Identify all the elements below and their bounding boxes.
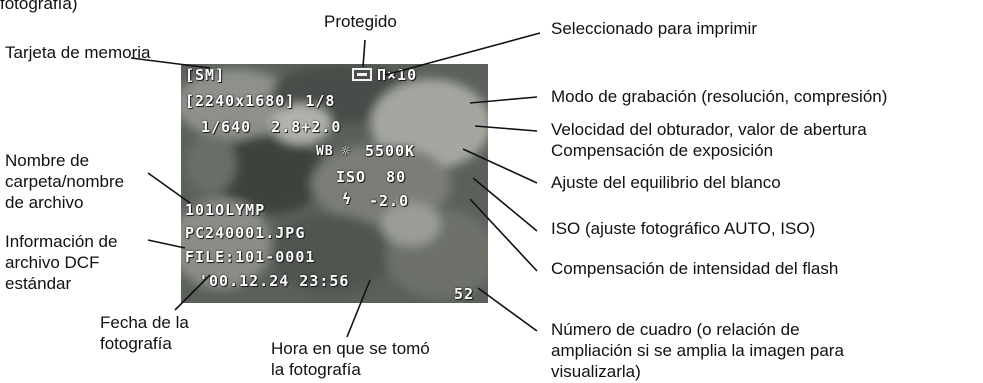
label-hora-1: Hora en que se tomó (271, 339, 430, 358)
label-carpeta-3: de archivo (5, 193, 84, 212)
osd-card: [SM] (185, 66, 226, 84)
osd-datetime: '00.12.24 23:56 (199, 272, 350, 290)
osd-filename: PC240001.JPG (185, 224, 306, 242)
osd-folder: 101OLYMP (185, 201, 266, 219)
osd-frame: 52 (454, 285, 475, 303)
label-modo: Modo de grabación (resolución, compresió… (551, 87, 888, 106)
osd-resolution: [2240x1680] 1/8 (185, 92, 336, 110)
label-compensacion: Compensación de exposición (551, 141, 774, 160)
label-cuadro-1: Número de cuadro (o relación de (551, 320, 800, 339)
cut-off-caption: fotografía) (0, 0, 78, 13)
label-flash: Compensación de intensidad del flash (551, 259, 839, 278)
osd-wb-value: 5500K (365, 142, 416, 160)
label-velocidad: Velocidad del obturador, valor de abertu… (551, 120, 867, 139)
label-balance: Ajuste del equilibrio del blanco (551, 173, 781, 192)
label-fecha-1: Fecha de la (100, 313, 189, 332)
label-carpeta-2: carpeta/nombre (5, 172, 125, 191)
label-tarjeta: Tarjeta de memoria (5, 43, 151, 62)
line-dcf (147, 239, 186, 249)
osd-iso: ISO 80 (336, 168, 407, 186)
osd-shutter-aperture: 1/640 2.8+2.0 (201, 118, 342, 136)
photo-background (181, 64, 488, 303)
osd-file: FILE:101-0001 (185, 248, 316, 266)
osd-flash-comp: -2.0 (369, 192, 410, 210)
label-dcf-3: estándar (5, 274, 72, 293)
label-protegido: Protegido (324, 12, 397, 31)
osd-wb-label: WB (316, 144, 334, 159)
label-carpeta-1: Nombre de (5, 151, 90, 170)
label-fecha-2: fotografía (100, 334, 172, 353)
label-dcf-1: Información de (5, 232, 118, 251)
label-print: Seleccionado para imprimir (551, 19, 757, 38)
label-hora-2: la fotografía (271, 360, 361, 379)
label-cuadro-3: visualizarla) (551, 362, 641, 381)
protect-key-icon (352, 68, 372, 81)
lcd-screen: [SM] Π×10 [2240x1680] 1/8 1/640 2.8+2.0 … (181, 64, 488, 303)
label-cuadro-2: ampliación si se amplia la imagen para (551, 341, 844, 360)
label-dcf-2: archivo DCF (5, 253, 100, 272)
sun-icon: ☼ (341, 142, 352, 160)
flash-icon: ϟ (342, 190, 353, 208)
label-iso: ISO (ajuste fotográfico AUTO, ISO) (551, 219, 816, 238)
line-protegido (362, 39, 366, 68)
osd-print-mark: Π×10 (377, 66, 418, 84)
